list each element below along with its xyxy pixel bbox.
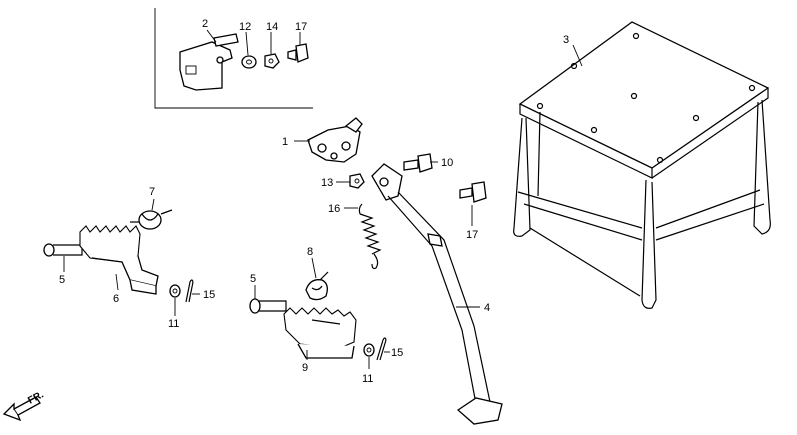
front-arrow-icon: FR. [2, 389, 46, 422]
callout-15-left: 15 [203, 289, 215, 301]
callout-3: 3 [563, 34, 569, 46]
callout-17: 17 [466, 229, 478, 241]
bracket-part-1 [307, 117, 363, 163]
callout-9: 9 [302, 362, 308, 374]
callout-7: 7 [149, 186, 155, 198]
stand-part-3 [513, 21, 771, 309]
callout-5-left: 5 [59, 274, 65, 286]
callout-14: 14 [266, 21, 278, 33]
cotter-pin-part-15-right [376, 337, 387, 361]
callout-11-right: 11 [362, 373, 373, 385]
bolt-part-17 [459, 181, 487, 203]
washer-part-12 [241, 55, 257, 69]
callout-16: 16 [328, 203, 340, 215]
inset-box [154, 8, 313, 109]
callout-5-right: 5 [250, 273, 256, 285]
callout-4: 4 [484, 302, 490, 314]
washer-part-11-left [169, 284, 181, 298]
callout-12: 12 [239, 21, 251, 33]
bolt-part-17-inset [287, 43, 309, 63]
front-arrow-label: FR. [26, 389, 46, 406]
callout-2: 2 [202, 18, 208, 30]
callout-15-right: 15 [391, 347, 403, 359]
cotter-pin-part-15-left [185, 279, 194, 303]
washer-part-11-right [363, 343, 375, 357]
callout-17-inset: 17 [295, 21, 307, 33]
pin-part-5-right [249, 298, 287, 314]
callout-8: 8 [307, 246, 313, 258]
callout-10: 10 [441, 157, 453, 169]
bolt-part-10 [403, 153, 433, 173]
callout-1: 1 [282, 136, 288, 148]
callout-13: 13 [321, 177, 333, 189]
spring-part-16 [358, 203, 382, 270]
spring-part-8 [305, 271, 329, 301]
footpeg-part-6 [79, 225, 159, 295]
nut-part-14 [264, 53, 280, 69]
callout-11-left: 11 [168, 318, 179, 330]
callout-6: 6 [113, 293, 119, 305]
footpeg-part-9 [283, 307, 357, 359]
bracket-part-2 [179, 33, 239, 91]
sidestand-part-4 [371, 163, 503, 425]
pin-part-5-left [43, 243, 83, 257]
spring-part-7 [130, 209, 173, 230]
nut-part-13 [349, 173, 365, 189]
